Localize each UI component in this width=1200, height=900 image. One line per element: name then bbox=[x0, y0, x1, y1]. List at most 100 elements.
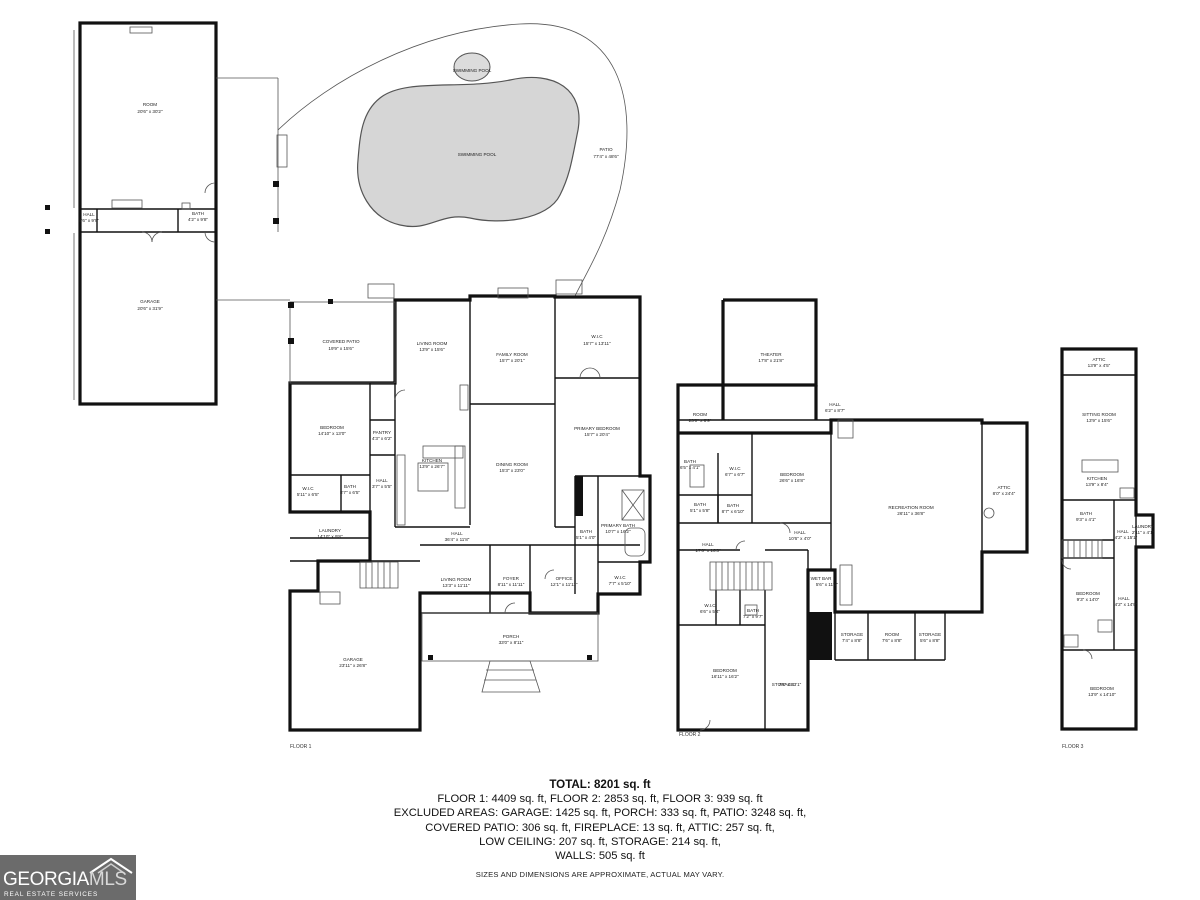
f3-bedroom1-name: BEDROOM bbox=[1076, 591, 1100, 596]
f1-garage-dims: 23'11" x 26'8" bbox=[339, 663, 367, 668]
f3-bedroom1-dims: 9'3" x 14'0" bbox=[1077, 597, 1100, 602]
f2-attic-name: ATTIC bbox=[998, 485, 1012, 490]
f2-room-top-name: ROOM bbox=[693, 412, 707, 417]
f1-living-room-name: LIVING ROOM bbox=[417, 341, 448, 346]
f1-foyer-name: FOYER bbox=[503, 576, 520, 581]
f1-hall-dims: 36'4" x 11'8" bbox=[445, 537, 470, 542]
f3-laundry-name: LAUNDRY bbox=[1132, 524, 1154, 529]
detached-hall-dims: 4'6" x 9'9" bbox=[79, 218, 99, 223]
f1-bath-right-name: BATH bbox=[580, 529, 592, 534]
f2-hall-mid-dims: 10'6" x 4'0" bbox=[789, 536, 812, 541]
spa-name: SWIMMING POOL bbox=[453, 68, 492, 73]
house-roof-icon bbox=[89, 857, 133, 874]
f2-hall-left-dims: 17'6" x 16'3" bbox=[695, 548, 721, 553]
f1-pantry-name: PANTRY bbox=[373, 430, 391, 435]
logo-wordmark: GEORGIAMLS bbox=[3, 869, 127, 891]
f2-hall-top-dims: 6'2" x 8'7" bbox=[825, 408, 845, 413]
f1-primary-bedroom-dims: 15'7" x 20'4" bbox=[584, 432, 610, 437]
f1-covered-patio-dims: 19'9" x 15'6" bbox=[328, 346, 354, 351]
f2-bedroom-bottom-name: BEDROOM bbox=[713, 668, 737, 673]
f1-hall-small-name: HALL bbox=[376, 478, 388, 483]
f1-wic-bed-dims: 5'11" x 6'5" bbox=[297, 492, 320, 497]
f1-wic-right-dims: 7'7" x 5'10" bbox=[609, 581, 632, 586]
f1-living-room2-name: LIVING ROOM bbox=[441, 577, 472, 582]
f1-primary-bath-dims: 10'7" x 16'2" bbox=[605, 529, 631, 534]
detached-bath-dims: 4'2" x 9'8" bbox=[188, 217, 208, 222]
f1-dining-name: DINING ROOM bbox=[496, 462, 528, 467]
f1-bedroom-name: BEDROOM bbox=[320, 425, 344, 430]
area-summary: TOTAL: 8201 sq. ft FLOOR 1: 4409 sq. ft,… bbox=[300, 778, 900, 863]
f1-primary-bedroom-name: PRIMARY BEDROOM bbox=[574, 426, 620, 431]
f2-bath2-name: BATH bbox=[694, 502, 706, 507]
f1-office-dims: 12'1" x 11'11" bbox=[550, 582, 577, 587]
f1-family-room-name: FAMILY ROOM bbox=[496, 352, 528, 357]
floor2-plan bbox=[676, 298, 1029, 732]
f2-bath3-name: BATH bbox=[727, 503, 739, 508]
f3-attic-dims: 13'9" x 4'5" bbox=[1088, 363, 1111, 368]
f2-bath2-dims: 5'1" x 5'8" bbox=[690, 508, 710, 513]
detached-building bbox=[45, 21, 218, 406]
georgia-mls-logo: GEORGIAMLS REAL ESTATE SERVICES bbox=[0, 855, 136, 900]
f1-laundry-dims: 14'10" x 9'8" bbox=[317, 534, 343, 539]
f1-bath-bed-name: BATH bbox=[344, 484, 356, 489]
detached-bath-name: BATH bbox=[192, 211, 204, 216]
f3-bedroom2-name: BEDROOM bbox=[1090, 686, 1114, 691]
f2-room-small-name: ROOM bbox=[885, 632, 899, 637]
f1-porch-dims: 33'0" x 8'11" bbox=[499, 640, 524, 645]
detached-room-name: ROOM bbox=[143, 102, 157, 107]
patio-dims: 77'4" x 48'6" bbox=[593, 154, 619, 159]
summary-line-4: LOW CEILING: 207 sq. ft, STORAGE: 214 sq… bbox=[479, 835, 721, 848]
f2-bedroom-top-name: BEDROOM bbox=[780, 472, 804, 477]
pool-name: SWIMMING POOL bbox=[458, 152, 497, 157]
f2-wic2-name: W.I.C bbox=[704, 603, 716, 608]
detached-hall-name: HALL bbox=[83, 212, 95, 217]
f2-storage2-name: STORAGE bbox=[919, 632, 941, 637]
f2-storage1-name: STORAGE bbox=[841, 632, 863, 637]
f3-hall2-dims: 4'2" x 14'9" bbox=[1115, 602, 1138, 607]
f1-kitchen-name: KITCHEN bbox=[422, 458, 442, 463]
f2-bath1-name: BATH bbox=[684, 459, 696, 464]
summary-line-2: EXCLUDED AREAS: GARAGE: 1425 sq. ft, POR… bbox=[393, 807, 807, 820]
f1-living-room-dims: 13'9" x 15'6" bbox=[419, 347, 445, 352]
f3-hall2-name: HALL bbox=[1118, 596, 1130, 601]
f2-recreation-name: RECREATION ROOM bbox=[888, 505, 934, 510]
f2-wic1-name: W.I.C bbox=[729, 466, 741, 471]
f2-recreation-dims: 26'11" x 36'8" bbox=[897, 511, 925, 516]
f1-foyer-dims: 8'11" x 11'11" bbox=[498, 582, 525, 587]
floor1-label: FLOOR 1 bbox=[290, 744, 312, 750]
f3-kitchen-dims: 13'9" x 8'4" bbox=[1086, 482, 1109, 487]
floor3-label: FLOOR 3 bbox=[1062, 744, 1084, 750]
f2-storage3-dims: 7'8" x 33'1" bbox=[779, 682, 802, 687]
f1-family-room-dims: 15'7" x 20'1" bbox=[499, 358, 525, 363]
f3-hall1-name: HALL bbox=[1117, 529, 1129, 534]
f3-sitting-dims: 13'9" x 15'6" bbox=[1086, 418, 1112, 423]
f2-theater-dims: 17'8" x 21'8" bbox=[758, 358, 784, 363]
f3-hall1-dims: 4'2" x 15'1" bbox=[1115, 535, 1138, 540]
f1-dining-dims: 15'3" x 23'0" bbox=[499, 468, 525, 473]
f2-storage1-dims: 7'4" x 8'8" bbox=[842, 638, 862, 643]
summary-line-5: WALLS: 505 sq. ft bbox=[555, 850, 645, 863]
f3-laundry-dims: 2'11" x 4'1" bbox=[1132, 530, 1155, 535]
f2-storage2-dims: 5'6" x 8'8" bbox=[920, 638, 940, 643]
f1-bedroom-dims: 14'10" x 13'0" bbox=[318, 431, 346, 436]
f2-attic-dims: 8'0" x 24'4" bbox=[993, 491, 1016, 496]
f1-laundry-name: LAUNDRY bbox=[319, 528, 341, 533]
detached-garage-dims: 20'6" x 31'9" bbox=[137, 306, 163, 311]
detached-room-dims: 20'6" x 30'2" bbox=[137, 109, 163, 114]
f2-room-top-dims: 23'0" x 8'9" bbox=[689, 418, 712, 423]
f3-kitchen-name: KITCHEN bbox=[1087, 476, 1107, 481]
outdoor-area bbox=[216, 23, 628, 301]
logo-brand-bold: GEORGIA bbox=[3, 869, 89, 890]
logo-tagline: REAL ESTATE SERVICES bbox=[4, 891, 99, 898]
f2-wet-bar-name: WET BAR bbox=[811, 576, 833, 581]
floor3-plan bbox=[1060, 347, 1155, 731]
f3-bath-name: BATH bbox=[1080, 511, 1092, 516]
f2-storage3-name: STORAGE bbox=[772, 682, 794, 687]
f2-bath4-name: BATH bbox=[747, 608, 759, 613]
f2-hall-top-name: HALL bbox=[829, 402, 841, 407]
f1-porch-name: PORCH bbox=[503, 634, 520, 639]
f2-theater-name: THEATER bbox=[760, 352, 782, 357]
f1-wic-top-name: W.I.C bbox=[591, 334, 603, 339]
f2-bath3-dims: 8'7" x 6'10" bbox=[722, 509, 745, 514]
floor1-plan bbox=[288, 279, 652, 732]
